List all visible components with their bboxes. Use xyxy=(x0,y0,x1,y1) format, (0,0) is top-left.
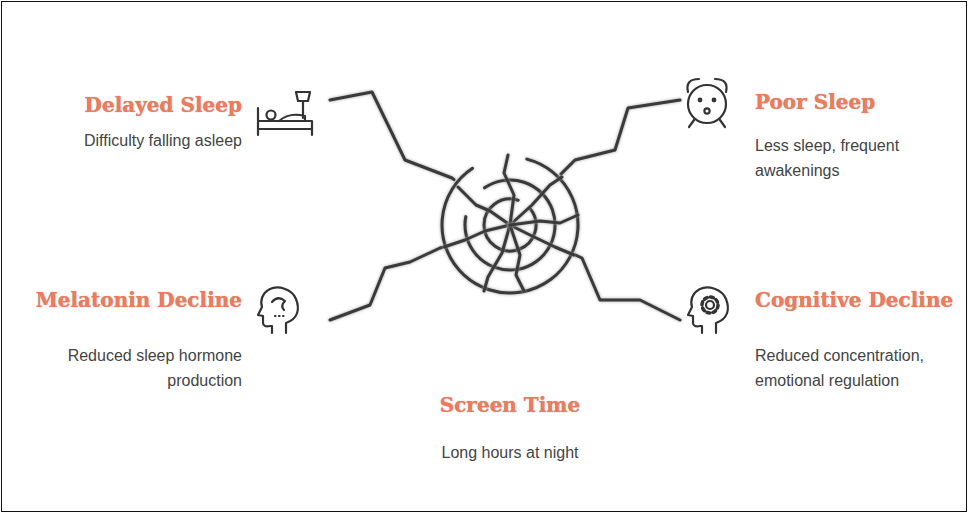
alarm-clock-icon xyxy=(687,79,726,127)
gear-head-icon xyxy=(688,287,728,333)
sleeper-head xyxy=(267,111,276,120)
node-description: Reduced sleep hormone production xyxy=(67,343,242,393)
effect-node: Poor SleepLess sleep, frequent awakening… xyxy=(680,75,955,175)
crack-ring xyxy=(442,159,578,293)
node-description: Less sleep, frequent awakenings xyxy=(755,133,905,183)
cause-node: Screen TimeLong hours at night xyxy=(435,150,585,300)
lamp-shade xyxy=(296,92,310,101)
effect-node: Melatonin DeclineReduced sleep hormone p… xyxy=(20,285,330,385)
node-heading: Screen Time xyxy=(355,393,665,417)
clock-face xyxy=(688,85,726,123)
node-heading: Cognitive Decline xyxy=(755,288,955,312)
head-dots xyxy=(275,315,284,317)
clock-mouth xyxy=(704,108,709,113)
gear-teeth xyxy=(702,297,718,313)
head-outline xyxy=(688,287,728,333)
crack-line xyxy=(444,225,510,247)
crack-connector xyxy=(575,255,680,320)
crack-connector xyxy=(330,247,442,320)
crack-line xyxy=(458,187,510,225)
clock-eye xyxy=(713,99,716,102)
crack-connector xyxy=(330,92,454,180)
gear-hub xyxy=(706,301,714,309)
crack-line xyxy=(504,155,514,225)
bed-icon xyxy=(258,92,312,135)
crack-line xyxy=(510,177,562,225)
head-swirl xyxy=(272,298,285,310)
node-heading: Melatonin Decline xyxy=(20,288,242,312)
node-heading: Poor Sleep xyxy=(755,90,945,114)
cracked-circle xyxy=(435,150,585,300)
clock-legs xyxy=(689,120,725,127)
node-description: Reduced concentration, emotional regulat… xyxy=(755,343,925,393)
head-icon xyxy=(258,287,298,333)
crack-line xyxy=(510,225,524,291)
crack-line xyxy=(510,215,578,225)
bed-frame xyxy=(258,108,312,135)
effect-node: Delayed SleepDifficulty falling asleep xyxy=(40,88,330,160)
effect-node: Cognitive DeclineReduced concentration, … xyxy=(680,285,960,385)
clock-eye xyxy=(699,99,702,102)
crack-connector xyxy=(561,100,680,174)
node-description: Difficulty falling asleep xyxy=(40,128,242,153)
node-heading: Delayed Sleep xyxy=(40,93,242,117)
clock-bells xyxy=(687,79,726,92)
node-description: Long hours at night xyxy=(355,440,665,465)
blanket xyxy=(279,115,305,121)
crack-line xyxy=(484,225,510,291)
head-outline xyxy=(258,287,298,333)
